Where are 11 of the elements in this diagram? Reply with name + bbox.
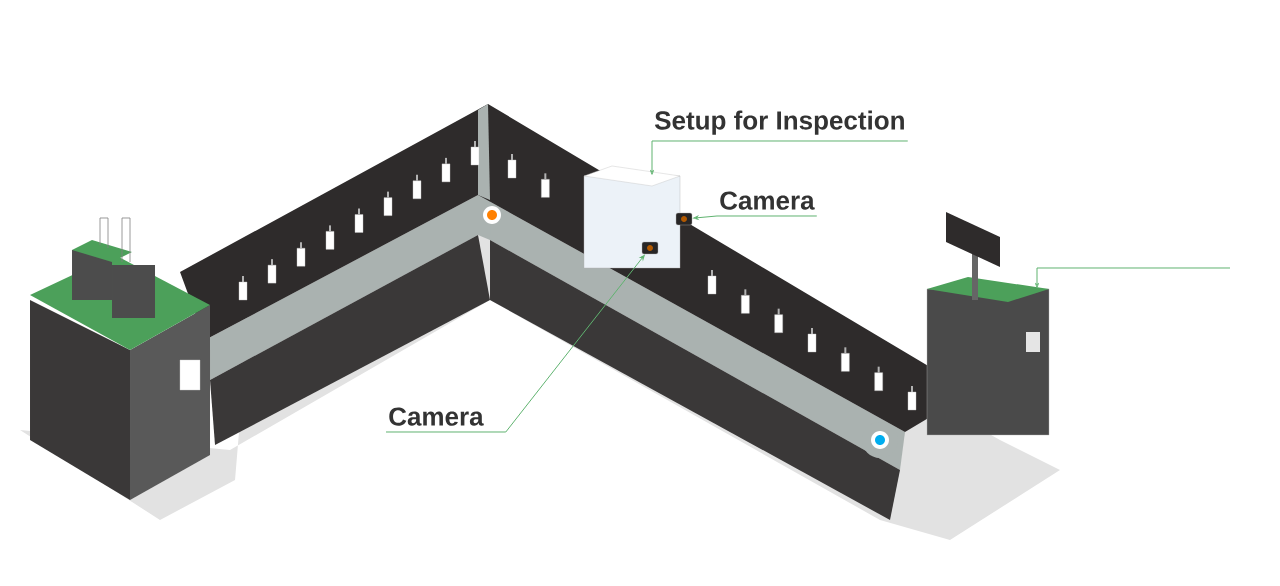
callout-label: Camera [720,191,815,210]
inspection-box [583,165,681,269]
leader-line [385,254,645,433]
callout-label: Camera [389,407,484,426]
inspection-station [926,212,1050,436]
camera [675,212,693,226]
callout-label: Setup for Inspection [654,110,904,135]
leader-line [693,215,818,220]
camera [641,241,659,255]
leader-line [1035,267,1231,288]
leader-line [650,140,909,175]
